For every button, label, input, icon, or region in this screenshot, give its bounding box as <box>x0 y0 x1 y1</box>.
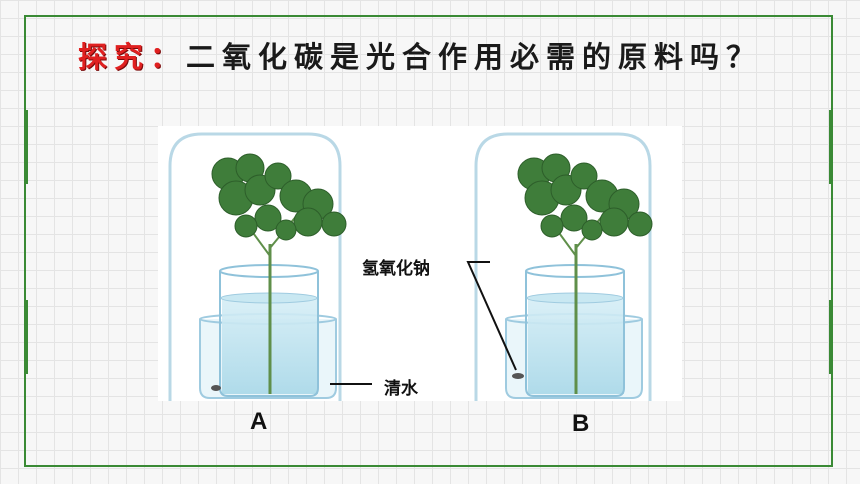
callout-water: 清水 <box>384 379 418 399</box>
frame-tick-left-top <box>26 110 28 184</box>
beaker-b <box>525 271 625 397</box>
naoh-dish-b <box>512 373 524 379</box>
leaves-b <box>517 153 653 241</box>
residue-a <box>211 385 221 391</box>
frame-tick-right-bottom <box>829 300 831 374</box>
experiment-illustration <box>168 132 653 401</box>
title-lead: 探究： <box>78 40 187 74</box>
frame-tick-right-top <box>829 110 831 184</box>
bell-jar-a <box>168 132 342 401</box>
pointer-line-b <box>466 261 517 371</box>
slide-title: 探究：二氧化碳是光合作用必需的原料吗？ <box>78 34 762 74</box>
bell-jar-b <box>474 132 652 401</box>
setup-b <box>466 132 653 401</box>
slide-frame <box>24 15 833 467</box>
setup-a <box>168 132 372 401</box>
beaker-a <box>219 271 319 397</box>
frame-tick-left-bottom <box>26 300 28 374</box>
setup-a-label: A <box>250 408 268 435</box>
experiment-figure <box>158 126 682 401</box>
setup-b-label: B <box>572 410 590 437</box>
leaves-a <box>211 153 347 241</box>
title-question: 二氧化碳是光合作用必需的原料吗？ <box>186 40 763 74</box>
callout-naoh: 氢氧化钠 <box>362 259 430 279</box>
